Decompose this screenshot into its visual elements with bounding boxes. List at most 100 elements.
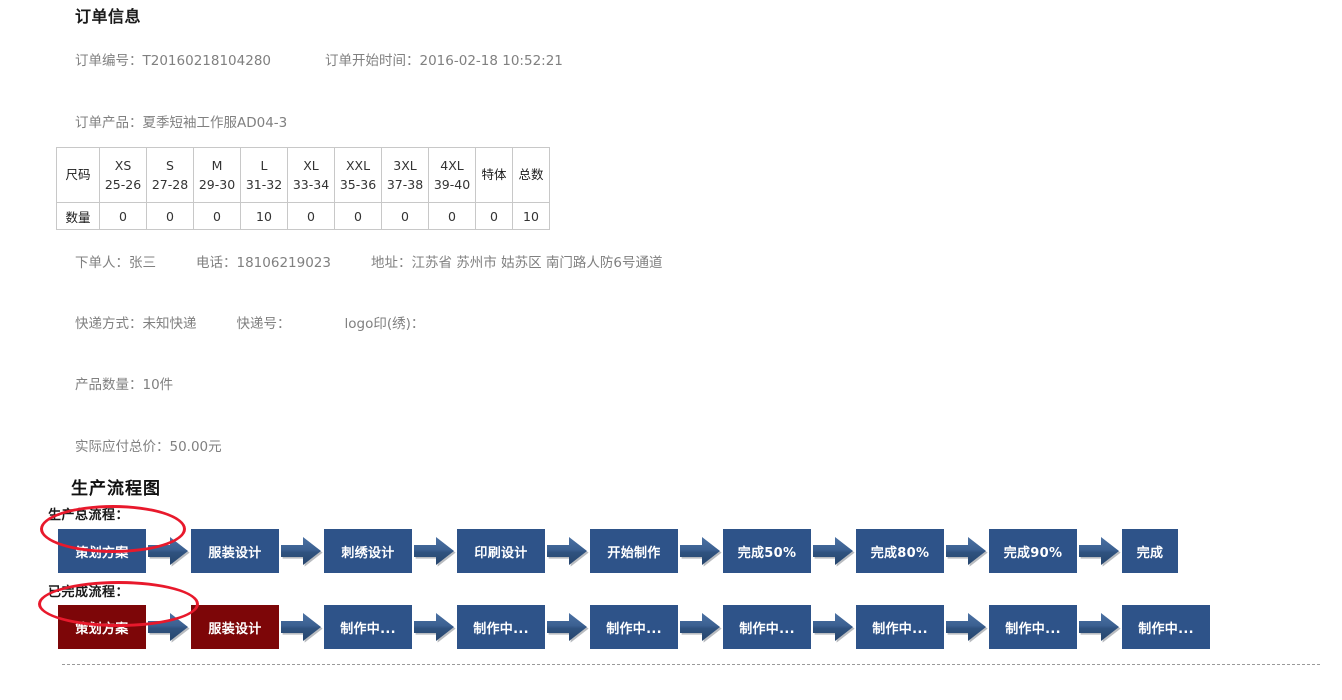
size-header-cell: 3XL 37-38 <box>381 147 429 203</box>
flow-step-box[interactable]: 策划方案 <box>58 605 146 649</box>
phone-label: 电话： <box>196 255 237 271</box>
size-header-special: 特体 <box>475 147 513 203</box>
size-range: 25-26 <box>104 177 142 192</box>
express-type-value: 未知快递 <box>142 316 197 332</box>
order-number-line: 订单编号：T20160218104280 订单开始时间：2016-02-18 10… <box>75 49 563 69</box>
flow-step-label: 服装设计 <box>208 545 262 561</box>
flow-arrow-icon <box>813 537 855 567</box>
size-range: 35-36 <box>339 177 377 192</box>
flow-step-label: 完成90% <box>1003 545 1063 561</box>
order-start-time-value: 2016-02-18 10:52:21 <box>419 53 563 69</box>
flow-step-box[interactable]: 服装设计 <box>191 529 279 573</box>
flow-step-label: 印刷设计 <box>474 545 528 561</box>
size-header-cell: L 31-32 <box>240 147 288 203</box>
flow-arrow-icon <box>148 537 190 567</box>
flow-arrow-icon <box>813 613 855 643</box>
flow-arrow-icon <box>946 537 988 567</box>
flow-step-label: 制作中... <box>606 621 662 637</box>
order-product-line: 订单产品：夏季短袖工作服AD04-3 <box>75 111 287 131</box>
size-header-cell: XL 33-34 <box>287 147 335 203</box>
flow-step-label: 开始制作 <box>607 545 661 561</box>
flow-step-box[interactable]: 服装设计 <box>191 605 279 649</box>
flow-step-box[interactable]: 完成 <box>1122 529 1178 573</box>
order-product-value: 夏季短袖工作服AD04-3 <box>142 115 288 131</box>
quantity-cell-special: 0 <box>475 202 513 230</box>
size-header-total: 总数 <box>512 147 550 203</box>
page-title: 订单信息 <box>75 7 142 26</box>
address-label: 地址： <box>370 255 412 271</box>
flow-step-label: 完成50% <box>737 545 797 561</box>
production-flow-section: 生产流程图 生产总流程： 策划方案服装设计刺绣设计印刷设计开始制作完成50%完成… <box>0 470 1342 700</box>
flow-step-label: 完成80% <box>870 545 930 561</box>
flow-step-box[interactable]: 印刷设计 <box>457 529 545 573</box>
quantity-cell: 0 <box>287 202 335 230</box>
flow-step-box[interactable]: 策划方案 <box>58 529 146 573</box>
flow-step-label: 服装设计 <box>208 621 262 637</box>
quantity-cell: 0 <box>99 202 147 230</box>
flow-arrow-icon <box>1079 613 1121 643</box>
product-quantity-line: 产品数量：10件 <box>75 373 173 393</box>
flow-step-label: 刺绣设计 <box>341 545 395 561</box>
flow-step-box[interactable]: 制作中... <box>457 605 545 649</box>
flow-step-box[interactable]: 完成50% <box>723 529 811 573</box>
flow-step-box[interactable]: 制作中... <box>723 605 811 649</box>
quantity-cell: 0 <box>381 202 429 230</box>
flow-done-row: 策划方案 服装设计 制作中... 制作中... 制作中... 制作中... 制作中... 制作… <box>58 605 1210 649</box>
logo-print-label: logo印(绣)： <box>344 316 425 332</box>
size-header-cell: XXL 35-36 <box>334 147 382 203</box>
flow-step-label: 制作中... <box>473 621 529 637</box>
flow-arrow-icon <box>414 613 456 643</box>
flow-arrow-icon <box>148 613 190 643</box>
flow-step-label: 制作中... <box>1138 621 1194 637</box>
flow-step-box[interactable]: 制作中... <box>1122 605 1210 649</box>
flow-step-box[interactable]: 完成80% <box>856 529 944 573</box>
flow-step-box[interactable]: 刺绣设计 <box>324 529 412 573</box>
flow-step-box[interactable]: 制作中... <box>324 605 412 649</box>
size-range: 37-38 <box>386 177 424 192</box>
flow-done-row-label: 已完成流程： <box>48 585 130 600</box>
flow-step-box[interactable]: 制作中... <box>856 605 944 649</box>
size-header-cell: 4XL 39-40 <box>428 147 476 203</box>
buyer-value: 张三 <box>129 255 156 271</box>
total-price-value: 50.00元 <box>169 439 222 455</box>
flow-step-box[interactable]: 完成90% <box>989 529 1077 573</box>
size-header-cell: M 29-30 <box>193 147 241 203</box>
size-name: S <box>166 157 174 173</box>
flow-arrow-icon <box>281 537 323 567</box>
order-start-time-label: 订单开始时间： <box>325 53 420 69</box>
flow-arrow-icon <box>547 537 589 567</box>
flow-step-box[interactable]: 开始制作 <box>590 529 678 573</box>
size-range: 29-30 <box>198 177 236 192</box>
address-value: 江苏省 苏州市 姑苏区 南门路人防6号通道 <box>411 255 663 271</box>
flow-arrow-icon <box>680 613 722 643</box>
express-line: 快递方式：未知快递 快递号： logo印(绣)： <box>75 312 424 332</box>
flow-arrow-icon <box>680 537 722 567</box>
flow-step-box[interactable]: 制作中... <box>989 605 1077 649</box>
order-number-value: T20160218104280 <box>142 53 272 69</box>
flow-step-box[interactable]: 制作中... <box>590 605 678 649</box>
flow-step-label: 策划方案 <box>75 621 129 637</box>
size-name: 3XL <box>393 157 417 173</box>
flow-arrow-icon <box>414 537 456 567</box>
express-number-label: 快递号： <box>236 316 291 332</box>
flow-arrow-icon <box>547 613 589 643</box>
size-name: M <box>211 157 223 173</box>
quantity-cell-total: 10 <box>512 202 550 230</box>
size-range: 33-34 <box>292 177 330 192</box>
size-header-cell: XS 25-26 <box>99 147 147 203</box>
quantity-cell: 0 <box>428 202 476 230</box>
express-type-label: 快递方式： <box>75 316 143 332</box>
flow-step-label: 策划方案 <box>75 545 129 561</box>
table-row-quantity: 数量 0 0 0 10 0 0 0 0 0 10 <box>56 202 550 230</box>
size-range: 39-40 <box>433 177 471 192</box>
product-quantity-label: 产品数量： <box>75 377 143 393</box>
size-name: L <box>260 157 268 173</box>
order-number-label: 订单编号： <box>75 53 143 69</box>
size-row-header-label: 尺码 <box>56 147 100 203</box>
flow-step-label: 制作中... <box>739 621 795 637</box>
flow-total-row: 策划方案 服装设计 刺绣设计 印刷设计 开始制作 完成50% 完成80% 完成90% 完成 <box>58 529 1178 573</box>
bottom-dashed-divider <box>62 664 1320 665</box>
quantity-cell: 10 <box>240 202 288 230</box>
phone-value: 18106219023 <box>236 255 331 271</box>
product-quantity-value: 10件 <box>142 377 174 393</box>
